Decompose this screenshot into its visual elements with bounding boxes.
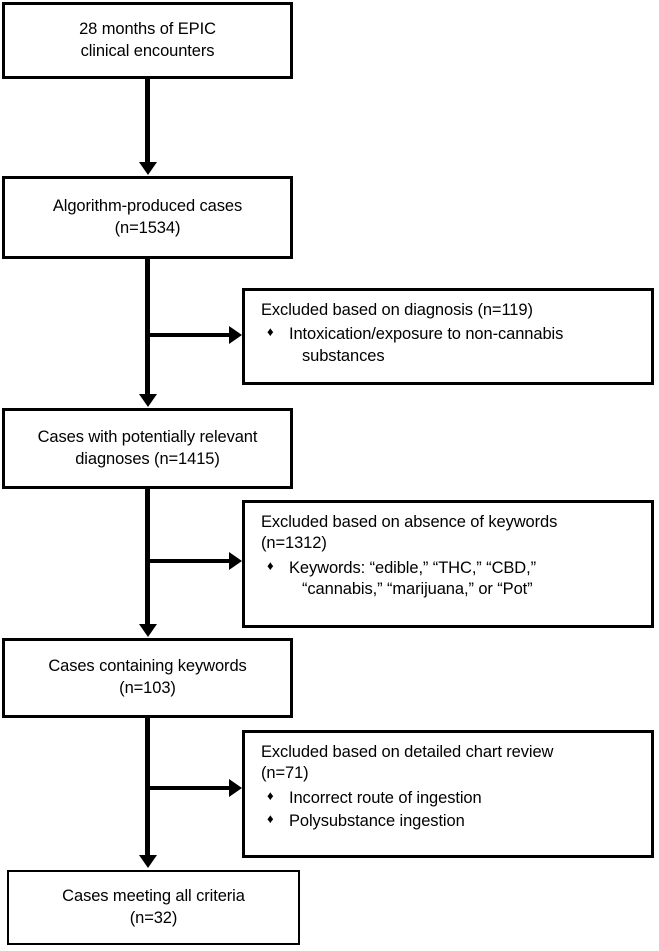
node-source: 28 months of EPIC clinical encounters [2, 2, 293, 79]
node-algorithm-cases-line1: Algorithm-produced cases [52, 196, 243, 215]
node-final-cases-line1: Cases meeting all criteria [62, 886, 245, 905]
exclusion-keywords-bullet-list: ♦ Keywords: “edible,” “THC,” “CBD,” “can… [261, 556, 641, 601]
list-item: ♦ Polysubstance ingestion [261, 811, 641, 832]
arrowhead-exclusion-chart-review [229, 779, 242, 797]
arrowhead-exclusion-diagnosis [229, 326, 242, 344]
node-algorithm-cases: Algorithm-produced cases (n=1534) [2, 176, 293, 259]
exclusion-diagnosis-bullet-list: ♦ Intoxication/exposure to non-cannabis … [261, 322, 641, 367]
node-source-line2: clinical encounters [80, 41, 215, 60]
node-final-cases-line2: (n=32) [129, 908, 178, 927]
connector-algorithm-to-relevant [145, 259, 150, 395]
exclusion-box-keywords: Excluded based on absence of keywords (n… [242, 500, 654, 628]
exclusion-chart-review-bullet-list: ♦ Incorrect route of ingestion ♦ Polysub… [261, 786, 641, 833]
branch-to-exclusion-keywords [147, 559, 231, 563]
node-relevant-diagnoses: Cases with potentially relevant diagnose… [2, 408, 293, 489]
exclusion-diagnosis-bullet1-line2: substances [302, 346, 385, 365]
connector-source-to-algorithm [145, 79, 150, 163]
exclusion-chart-review-heading: Excluded based on detailed chart review … [261, 742, 641, 785]
exclusion-box-diagnosis: Excluded based on diagnosis (n=119) ♦ In… [242, 288, 654, 385]
list-item: ♦ Keywords: “edible,” “THC,” “CBD,” “can… [261, 558, 641, 601]
exclusion-chart-review-bullet2: Polysubstance ingestion [289, 812, 465, 831]
list-item: ♦ Intoxication/exposure to non-cannabis … [261, 324, 641, 367]
exclusion-chart-review-bullet1: Incorrect route of ingestion [289, 788, 482, 807]
exclusion-keywords-heading: Excluded based on absence of keywords (n… [261, 512, 641, 555]
arrowhead-relevant-to-keywords [138, 624, 157, 637]
arrowhead-source-to-algorithm [138, 162, 157, 175]
arrowhead-algorithm-to-relevant [138, 394, 157, 407]
diamond-bullet-icon: ♦ [267, 811, 274, 827]
node-keyword-cases-line2: (n=103) [119, 679, 176, 697]
exclusion-keywords-bullet1-line2: “cannabis,” “marijuana,” or “Pot” [302, 580, 533, 599]
diamond-bullet-icon: ♦ [267, 557, 274, 573]
arrowhead-keywords-to-final [138, 855, 157, 868]
arrowhead-exclusion-keywords [229, 552, 242, 570]
node-source-line1: 28 months of EPIC [79, 19, 216, 38]
list-item: ♦ Incorrect route of ingestion [261, 788, 641, 809]
branch-to-exclusion-diagnosis [147, 333, 231, 337]
node-final-cases: Cases meeting all criteria (n=32) [7, 870, 300, 945]
exclusion-diagnosis-heading-line1: Excluded based on diagnosis (n=119) [261, 301, 533, 319]
node-relevant-diagnoses-line2: diagnoses (n=1415) [75, 449, 220, 468]
node-keyword-cases-line1: Cases containing keywords [48, 657, 247, 676]
exclusion-diagnosis-bullet1-line1: Intoxication/exposure to non-cannabis [289, 325, 564, 344]
exclusion-chart-review-heading-line1: Excluded based on detailed chart review [261, 743, 554, 761]
exclusion-keywords-bullet1-line1: Keywords: “edible,” “THC,” “CBD,” [289, 558, 536, 577]
exclusion-diagnosis-heading: Excluded based on diagnosis (n=119) [261, 300, 641, 321]
diamond-bullet-icon: ♦ [267, 787, 274, 803]
exclusion-keywords-heading-line2: (n=1312) [261, 534, 327, 553]
branch-to-exclusion-chart-review [147, 786, 231, 790]
diamond-bullet-icon: ♦ [267, 324, 274, 340]
connector-relevant-to-keywords [145, 489, 150, 626]
exclusion-box-chart-review: Excluded based on detailed chart review … [242, 730, 654, 858]
node-algorithm-cases-line2: (n=1534) [114, 218, 181, 237]
exclusion-chart-review-heading-line2: (n=71) [261, 764, 309, 783]
exclusion-keywords-heading-line1: Excluded based on absence of keywords [261, 513, 558, 531]
node-relevant-diagnoses-line1: Cases with potentially relevant [37, 427, 258, 446]
node-keyword-cases: Cases containing keywords (n=103) [2, 638, 293, 718]
